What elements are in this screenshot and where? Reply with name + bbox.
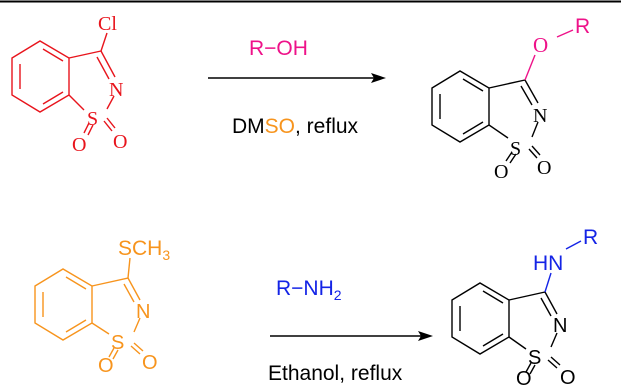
reactant1-cl-label: Cl — [98, 13, 117, 35]
reactant1-o-right-label: O — [113, 131, 127, 153]
reactant2-s-label: S — [111, 332, 124, 354]
reactant1-s-label: S — [87, 108, 98, 130]
reactant2-sch3-label: SCH3 — [118, 237, 170, 263]
reactant2-sub-3: 3 — [162, 247, 170, 263]
reaction2-reagent-sub: 2 — [334, 287, 342, 303]
reaction1-reactant — [11, 32, 116, 136]
product2-n-r-bond — [565, 240, 582, 250]
reactant2-sch-text: SCH — [118, 237, 162, 260]
product1-o-label: O — [533, 33, 548, 57]
reaction2-reagent: R−NH2 — [276, 277, 342, 303]
product1-c-o-bond — [524, 54, 536, 81]
product2-s-label: S — [528, 347, 541, 369]
reaction1-conditions: DMSO, reflux — [232, 115, 359, 138]
reaction2-reactant — [34, 257, 144, 360]
reactant1-o-left-label: O — [72, 134, 86, 156]
reaction1-conditions-post: , reflux — [295, 115, 359, 138]
reaction1-conditions-pre: DM — [232, 115, 265, 138]
reaction1-conditions-highlight: SO — [265, 115, 295, 138]
product1-o-right-label: O — [537, 157, 551, 179]
reaction2-reagent-main: R−NH — [276, 277, 334, 300]
reactant2-o-left-label: O — [98, 355, 114, 377]
product2-hn-label: HN — [533, 252, 563, 275]
product2-o-right-label: O — [560, 367, 576, 385]
product1-r-label: R — [575, 15, 590, 38]
product2-n-label: N — [553, 315, 567, 337]
reaction1-arrowhead — [371, 73, 386, 83]
reactant2-n-label: N — [136, 301, 150, 323]
product2-o-left-label: O — [516, 368, 532, 385]
product1-o-left-label: O — [494, 161, 508, 183]
product2-r-label: R — [583, 226, 598, 249]
product1-s-label: S — [510, 138, 521, 160]
reaction2-conditions: Ethanol, reflux — [268, 362, 403, 385]
product1-n-label: N — [533, 105, 547, 127]
reaction1-reagent: R−OH — [249, 37, 308, 60]
reaction2-arrowhead — [418, 331, 433, 341]
product1-o-r-bond — [556, 29, 574, 38]
product2-c-n-bond — [544, 272, 552, 293]
reactant2-o-right-label: O — [142, 352, 158, 374]
reaction1-product — [431, 70, 541, 164]
reaction2-product — [451, 282, 561, 375]
reactant1-n-label: N — [109, 79, 123, 101]
